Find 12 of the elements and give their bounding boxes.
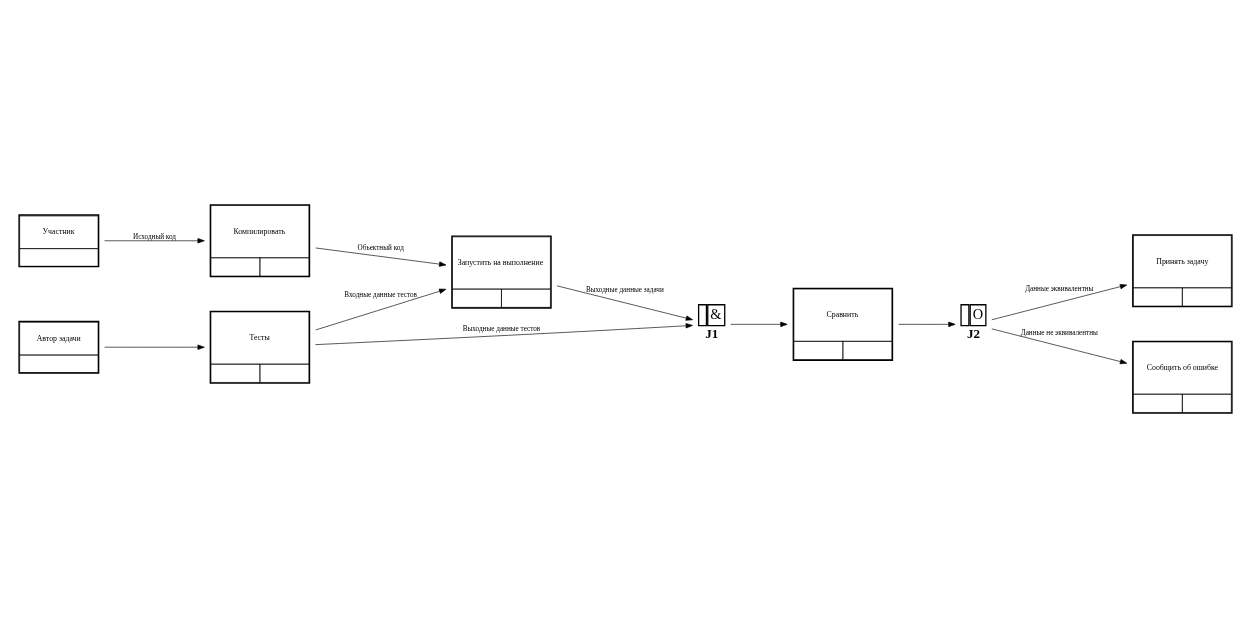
node-label: J1: [705, 326, 719, 342]
arrow: [104, 238, 205, 244]
node-label: J2: [966, 326, 980, 342]
arrow: [556, 285, 693, 321]
arrow: [898, 321, 956, 327]
arrow: [730, 321, 788, 327]
arrow: [104, 344, 205, 350]
arrow: [315, 323, 693, 345]
arrow: [315, 288, 447, 331]
arrow: [991, 284, 1128, 321]
arrow: [315, 247, 447, 267]
arrow: [991, 328, 1128, 365]
